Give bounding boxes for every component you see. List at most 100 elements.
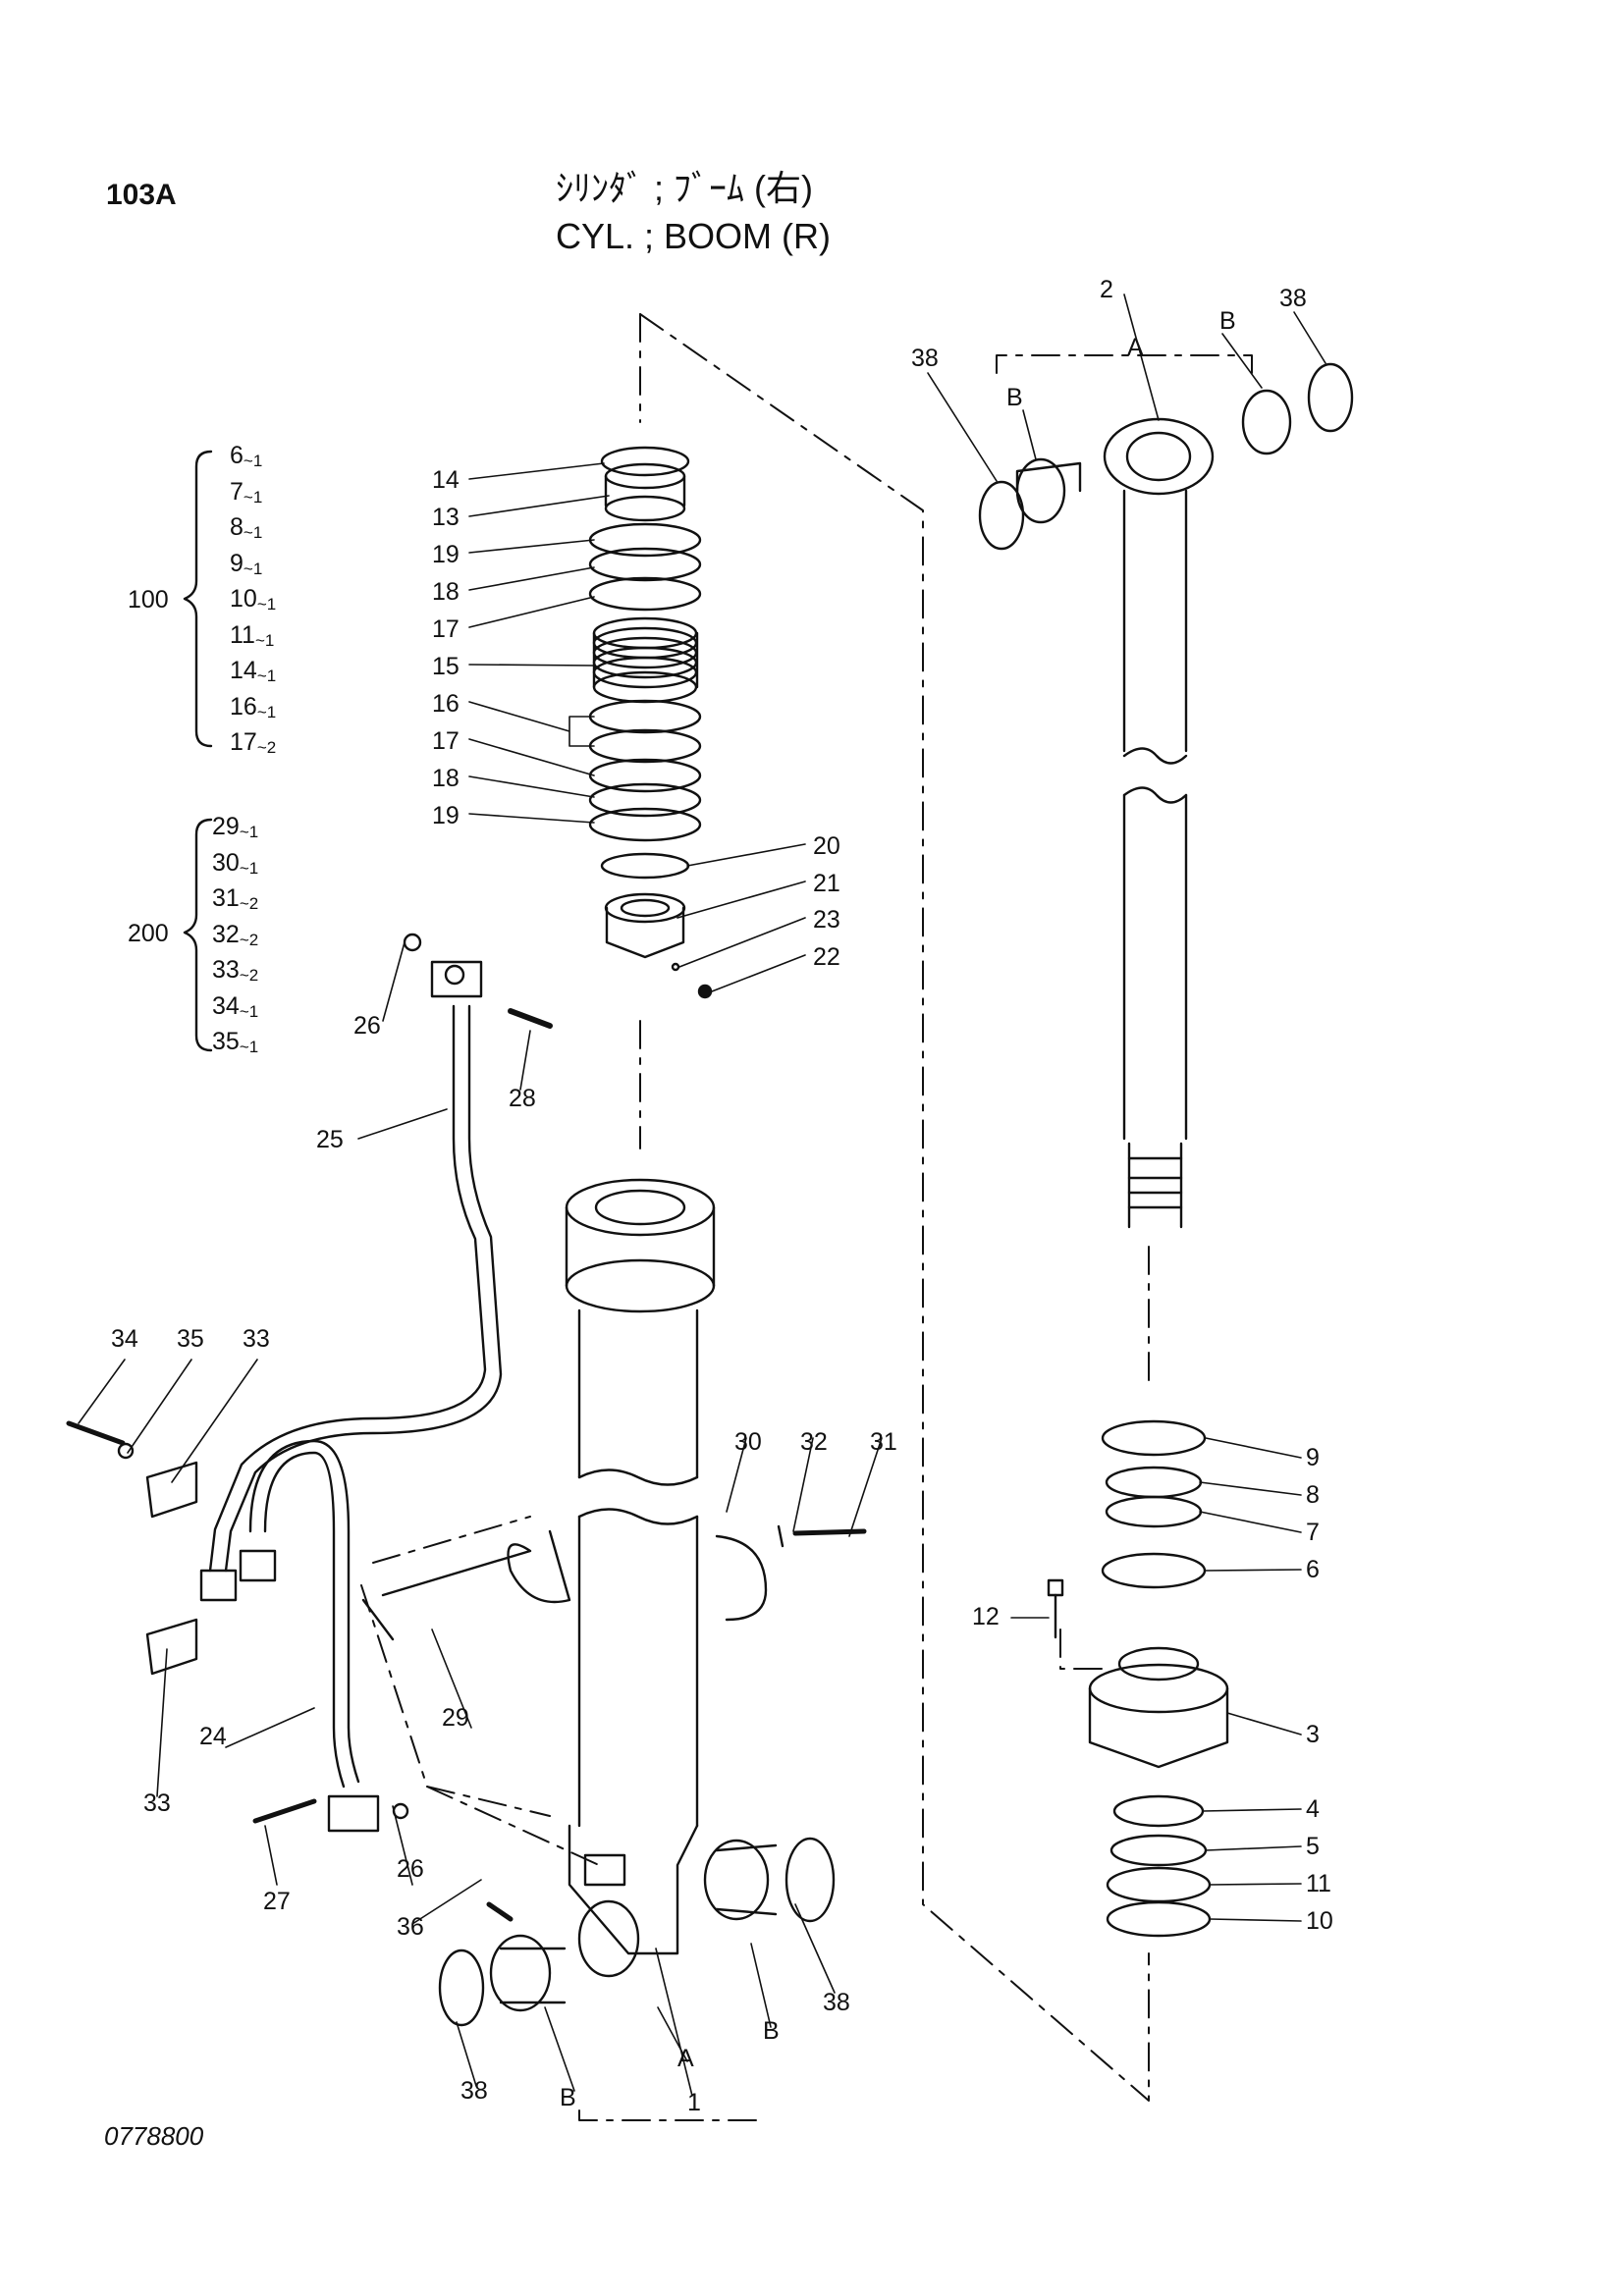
- kit-item-quantity: 1: [248, 1001, 259, 1021]
- kit-item: 35~1: [212, 1028, 259, 1056]
- kit-item: 31~2: [212, 884, 259, 913]
- kit-item: 30~1: [212, 848, 259, 878]
- callout-label: B: [763, 2017, 780, 2045]
- callout-label: 17: [432, 615, 460, 643]
- kit-item-separator: ~: [239, 930, 249, 949]
- gland-leaders: [927, 294, 1326, 1922]
- kit-item-separator: ~: [256, 667, 267, 685]
- kit-item-number: 32: [212, 920, 240, 948]
- callout-label: 31: [870, 1428, 897, 1456]
- callout-label: 16: [432, 690, 460, 718]
- kit-item-quantity: 1: [266, 667, 277, 685]
- callout-label: 11: [1306, 1870, 1331, 1897]
- callout-label: 30: [734, 1428, 762, 1456]
- kit-item-quantity: 1: [248, 823, 259, 841]
- pipe-leaders: [78, 941, 883, 2097]
- kit-item: 6~1: [230, 444, 262, 470]
- title-english: CYL. ; BOOM (R): [556, 216, 832, 256]
- kit-item-number: 29: [212, 813, 240, 840]
- drawing-number: 0778800: [104, 2121, 204, 2151]
- kit-item-number: 16: [230, 692, 257, 721]
- gland-seals: [1047, 1419, 1229, 1938]
- kit-item-number: 14: [230, 657, 257, 684]
- callout-label: 38: [460, 2077, 488, 2105]
- piston-rod: [1103, 417, 1215, 1229]
- kit-item-quantity: 1: [252, 523, 263, 542]
- callout-label: B: [1219, 307, 1236, 335]
- callout-label: B: [560, 2084, 576, 2111]
- kit-item: 33~2: [212, 956, 259, 985]
- kit-item-separator: ~: [243, 559, 253, 578]
- callout-label: 19: [432, 541, 460, 568]
- pipe-clamps: [66, 1420, 867, 1824]
- kit-item-number: 17: [230, 728, 257, 756]
- callout-label: B: [1006, 384, 1023, 411]
- callout-label: 22: [813, 943, 840, 971]
- callout-label: 21: [813, 870, 840, 897]
- kit-item-separator: ~: [254, 630, 265, 650]
- kit-item-number: 11: [230, 620, 255, 649]
- kit-item-quantity: 2: [248, 894, 259, 913]
- title-japanese: ｼﾘﾝﾀﾞ ; ﾌﾞｰﾑ (右): [556, 168, 813, 208]
- kit-item-separator: ~: [243, 452, 253, 470]
- kit-item: 7~1: [230, 479, 262, 506]
- kit-item-quantity: 1: [264, 630, 275, 650]
- callout-label: 18: [432, 765, 460, 792]
- callout-label: 12: [972, 1603, 1000, 1630]
- callout-label: 10: [1306, 1907, 1333, 1935]
- kit-item: 32~2: [212, 920, 259, 949]
- kit-item-separator: ~: [239, 823, 249, 841]
- callout-label: 26: [353, 1012, 381, 1040]
- callout-label: 38: [911, 345, 939, 372]
- callout-label: 4: [1306, 1795, 1320, 1823]
- kit-item-quantity: 1: [248, 858, 259, 878]
- kit-item: 29~1: [212, 813, 259, 841]
- callout-label: 32: [800, 1428, 828, 1456]
- callout-label: 15: [432, 653, 460, 680]
- kit-item-quantity: 2: [248, 930, 259, 949]
- kit-item-number: 30: [212, 848, 240, 877]
- kit-item-separator: ~: [239, 966, 249, 985]
- callout-label: 3: [1306, 1721, 1320, 1748]
- callout-label: 34: [111, 1325, 138, 1353]
- kit-item-quantity: 1: [248, 1038, 259, 1056]
- page-code: 103A: [106, 179, 177, 211]
- callout-label: 28: [509, 1085, 536, 1112]
- callout-label: 38: [823, 1989, 850, 2016]
- assembly-centerlines: [360, 313, 1253, 2121]
- kit-item-separator: ~: [239, 894, 249, 913]
- kit-item-quantity: 2: [248, 966, 259, 985]
- kit-item-number: 35: [212, 1028, 240, 1055]
- callout-label: 14: [432, 466, 460, 494]
- kit-code-100: 100: [128, 586, 169, 614]
- callout-label: 27: [263, 1888, 291, 1915]
- callout-label: 5: [1306, 1833, 1320, 1860]
- kit-item: 10~1: [230, 585, 277, 614]
- kit-item-separator: ~: [239, 858, 249, 878]
- kit-item-quantity: 1: [266, 595, 277, 614]
- kit-item-number: 33: [212, 956, 240, 984]
- kit-code-200: 200: [128, 920, 169, 947]
- kit-item-separator: ~: [239, 1038, 249, 1056]
- kit-item-separator: ~: [256, 702, 267, 721]
- kit-item: 16~1: [230, 692, 276, 721]
- kit-item-quantity: 1: [252, 559, 263, 578]
- kit-item: 14~1: [230, 657, 277, 685]
- kit-item-number: 31: [212, 884, 240, 912]
- kit-item-number: 8: [230, 513, 243, 541]
- callout-label: 7: [1306, 1519, 1320, 1546]
- callout-label: 20: [813, 832, 840, 860]
- callout-label: A: [1127, 334, 1144, 361]
- callout-label: 35: [177, 1325, 204, 1353]
- kit-item-number: 10: [230, 585, 257, 613]
- kit-item: 9~1: [230, 551, 263, 578]
- kit-item-separator: ~: [256, 595, 267, 614]
- callout-label: 24: [199, 1723, 227, 1750]
- callout-label: 9: [1306, 1444, 1320, 1471]
- callout-label: 8: [1306, 1481, 1320, 1509]
- kit-item-separator: ~: [239, 1001, 249, 1021]
- kit-item: 8~1: [230, 513, 263, 542]
- callout-label: 18: [432, 578, 460, 606]
